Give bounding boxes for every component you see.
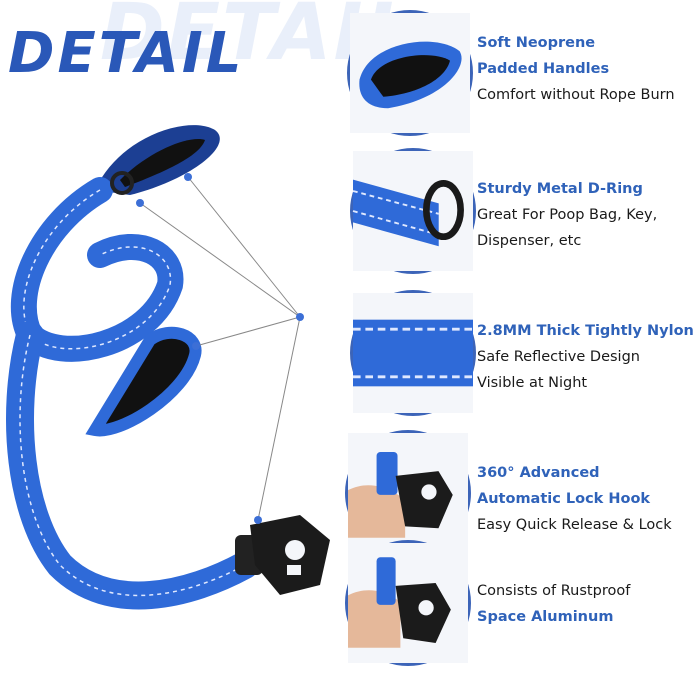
lock-hook-closeup xyxy=(348,433,468,553)
detail-circle-nylon xyxy=(350,290,476,416)
aluminum-hook-closeup xyxy=(348,543,468,663)
lock-hook xyxy=(235,515,330,595)
callout-dots xyxy=(136,173,304,524)
feature-handles-line-1: Soft Neoprene xyxy=(477,35,596,51)
detail-circle-lock-hook xyxy=(345,430,471,556)
feature-handles-line-2: Padded Handles xyxy=(477,61,610,77)
feature-nylon: 2.8MM Thick Tightly Nylon Safe Reflectiv… xyxy=(477,318,694,396)
feature-aluminum-line-1: Consists of Rustproof xyxy=(477,583,631,599)
feature-lock-hook-line-3: Easy Quick Release & Lock xyxy=(477,517,672,533)
detail-circle-aluminum xyxy=(345,540,471,666)
feature-aluminum: Consists of Rustproof Space Aluminum xyxy=(477,578,630,630)
feature-handles: Soft Neoprene Padded Handles Comfort wit… xyxy=(477,30,675,108)
d-ring-closeup xyxy=(352,151,473,271)
product-detail-graphic: DETAIL DETAIL xyxy=(6,0,694,666)
feature-aluminum-line-2: Space Aluminum xyxy=(477,609,614,625)
feature-d-ring-line-2: Great For Poop Bag, Key, xyxy=(477,207,658,223)
leash-illustration xyxy=(6,125,330,610)
feature-nylon-line-2: Safe Reflective Design xyxy=(477,349,640,365)
feature-lock-hook-line-1: 360° Advanced xyxy=(477,465,600,481)
reflective-stitch-upper xyxy=(23,189,172,350)
page-title: DETAIL xyxy=(8,21,245,86)
padded-handle-closeup xyxy=(350,13,470,133)
feature-nylon-line-1: 2.8MM Thick Tightly Nylon xyxy=(477,323,694,339)
strap-lower xyxy=(6,321,259,610)
neoprene-padding xyxy=(120,139,205,187)
callout-lines xyxy=(139,176,301,521)
middle-handle xyxy=(85,326,202,437)
nylon-weave-closeup xyxy=(353,293,473,413)
feature-lock-hook-line-2: Automatic Lock Hook xyxy=(477,491,651,507)
feature-d-ring-line-1: Sturdy Metal D-Ring xyxy=(477,181,643,197)
feature-nylon-line-3: Visible at Night xyxy=(477,375,588,391)
detail-circle-d-ring xyxy=(350,148,476,274)
feature-d-ring-line-3: Dispenser, etc xyxy=(477,233,582,249)
feature-lock-hook: 360° Advanced Automatic Lock Hook Easy Q… xyxy=(477,460,672,538)
feature-handles-line-3: Comfort without Rope Burn xyxy=(477,87,675,103)
feature-d-ring: Sturdy Metal D-Ring Great For Poop Bag, … xyxy=(477,176,657,254)
d-ring xyxy=(110,171,134,195)
detail-circle-handle xyxy=(347,10,473,136)
strap-upper xyxy=(10,177,184,362)
